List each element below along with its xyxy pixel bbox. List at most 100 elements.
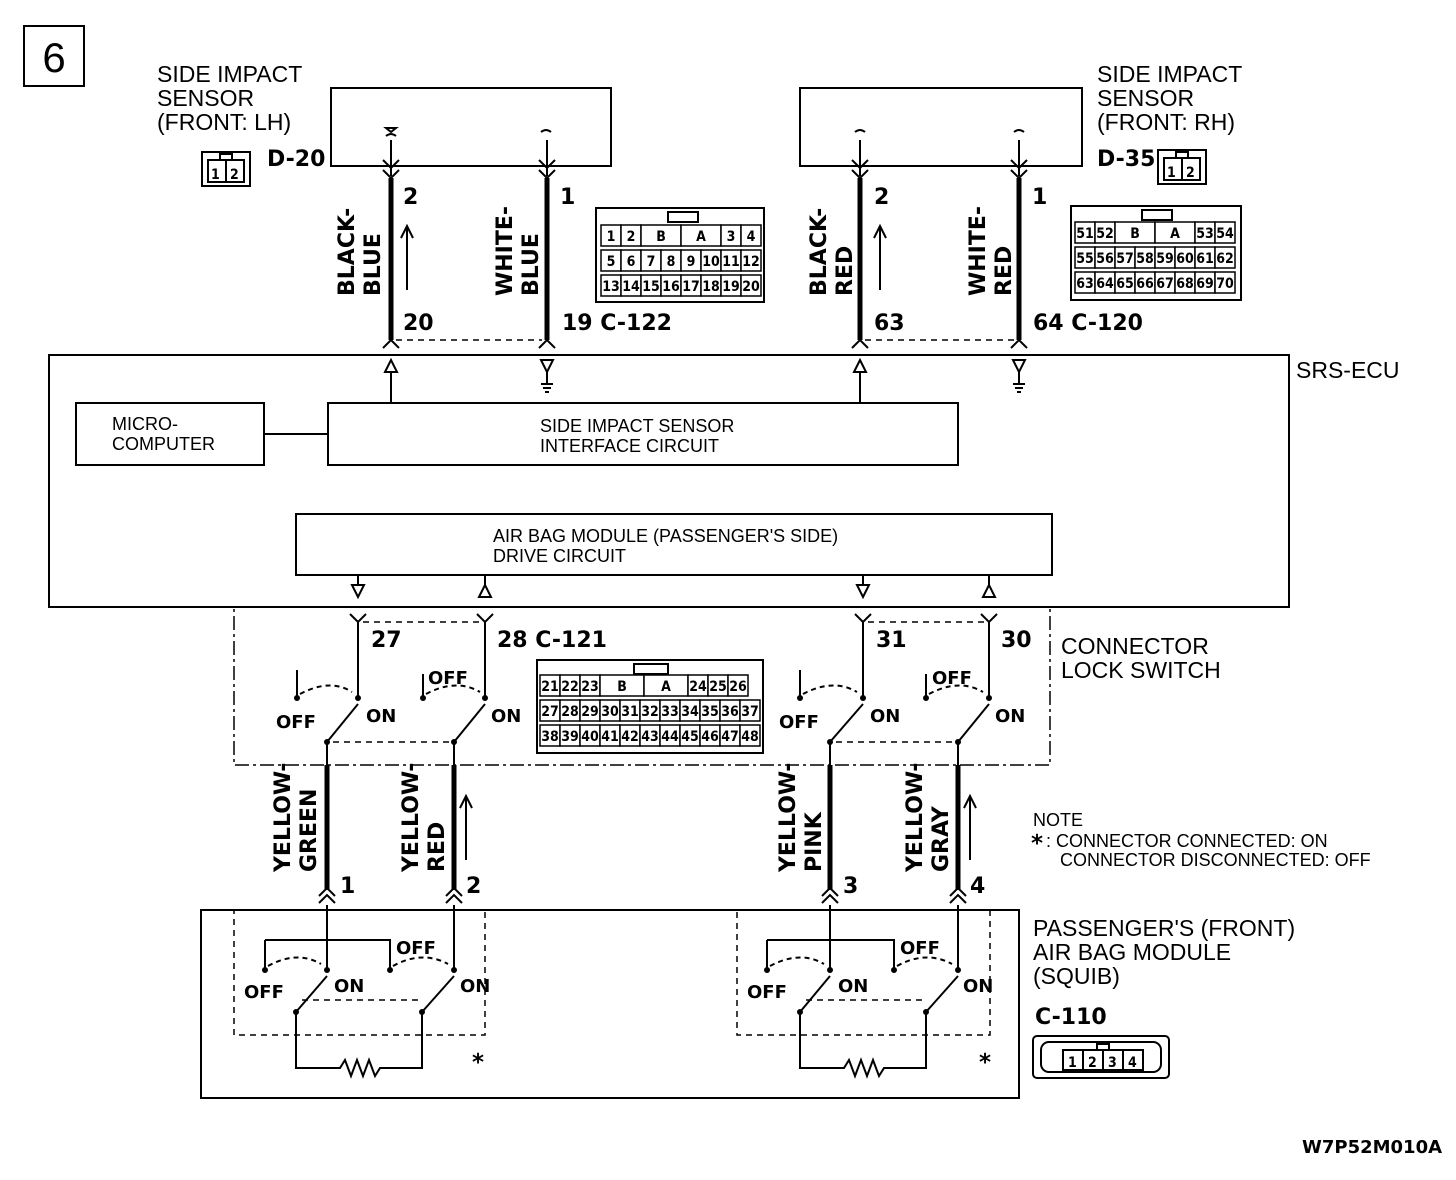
c122-cell-label: 1 — [607, 229, 616, 245]
c122-cell-label: B — [656, 229, 666, 245]
c120-cell-label: 52 — [1096, 226, 1114, 242]
c122-cell-label: 11 — [722, 254, 740, 270]
bwire-4-pin: 4 — [970, 874, 985, 899]
sensor-lh-title-1: SIDE IMPACT — [157, 61, 302, 87]
microcomputer-label-2: COMPUTER — [112, 434, 215, 454]
c120-cell-label: 65 — [1116, 276, 1134, 292]
c121-cell-label: A — [661, 679, 671, 695]
squib-star-left: * — [472, 1050, 484, 1076]
connector-c110: 1 2 3 4 — [1032, 1035, 1170, 1079]
c122-cell-label: A — [696, 229, 706, 245]
page-number: 6 — [42, 34, 65, 81]
c121-cell — [727, 674, 749, 697]
sensor-lh-pin-1: 1 — [211, 167, 220, 183]
bwire-1-pin: 1 — [340, 874, 355, 899]
c121-cell-label: 43 — [641, 729, 659, 745]
squib-left — [262, 905, 457, 1079]
wire-1-pin-top: 2 — [403, 185, 418, 210]
squib-right — [764, 905, 961, 1079]
bwire-3-color-1: YELLOW- — [776, 763, 801, 873]
c120-cell-label: A — [1170, 226, 1180, 242]
c121-cell-label: 22 — [561, 679, 579, 695]
c122-cell-label: 12 — [742, 254, 760, 270]
squib-frame-right — [736, 909, 991, 1036]
c121-cell-label: 29 — [581, 704, 599, 720]
c120-cell — [1214, 221, 1236, 244]
sensor-rh-title-2: SENSOR — [1097, 85, 1194, 111]
c120-cell-label: 54 — [1216, 226, 1234, 242]
c121-cell-label: 23 — [581, 679, 599, 695]
c122-cell — [740, 249, 762, 272]
c121-cell-label: 42 — [621, 729, 639, 745]
lock-pin-28: 28 C-121 — [497, 628, 607, 653]
note-star: * — [1031, 831, 1043, 857]
squib-off-3: OFF — [747, 982, 787, 1003]
c121-cell-label: 30 — [601, 704, 619, 720]
sensor-lh: SIDE IMPACT SENSOR (FRONT: LH) D-20 1 2 — [157, 61, 612, 187]
c121-cell-label: 34 — [681, 704, 699, 720]
c120-cell-label: 68 — [1176, 276, 1194, 292]
c122-cell-label: 2 — [627, 229, 636, 245]
wire-1-color-2: BLUE — [361, 233, 386, 296]
lock-switch-frame — [233, 606, 1051, 766]
lock-switch-texts: 27 28 C-121 31 30 OFF ON OFF ON OFF ON O… — [276, 628, 1032, 733]
c122-cell-label: 3 — [727, 229, 736, 245]
squib-texts: OFF ON OFF ON OFF ON OFF ON * * — [244, 938, 993, 1076]
srs-ecu-label: SRS-ECU — [1296, 357, 1400, 383]
lock-pin-30: 30 — [1001, 628, 1032, 653]
c121-cell-label: 48 — [741, 729, 759, 745]
c122-cell-label: 15 — [642, 279, 660, 295]
c120-cell-label: 67 — [1156, 276, 1174, 292]
lock-on-3: ON — [870, 706, 900, 727]
drive-circuit-label-1: AIR BAG MODULE (PASSENGER'S SIDE) — [493, 526, 838, 546]
c121-cell-label: 40 — [581, 729, 599, 745]
c121-cell-label: 31 — [621, 704, 639, 720]
lock-on-1: ON — [366, 706, 396, 727]
c122-cell-label: 8 — [667, 254, 676, 270]
top-wires — [382, 127, 1028, 349]
sensor-lh-title-2: SENSOR — [157, 85, 254, 111]
c121-cell-label: 39 — [561, 729, 579, 745]
lock-off-3: OFF — [779, 712, 819, 733]
interface-circuit-box — [327, 402, 959, 466]
lock-pin-27: 27 — [371, 628, 402, 653]
sensor-rh-pin-1: 1 — [1167, 165, 1176, 181]
squib-on-3: ON — [838, 976, 868, 997]
figure-id: W7P52M010A — [1302, 1137, 1442, 1158]
c122-cell-label: 5 — [607, 254, 616, 270]
wire-lh-black-blue — [382, 127, 400, 349]
lock-off-2: OFF — [428, 668, 468, 689]
c121-cell-label: 21 — [541, 679, 559, 695]
c121-cell-label: 41 — [601, 729, 619, 745]
c121-cell-label: 44 — [661, 729, 679, 745]
c120-cell-label: 66 — [1136, 276, 1154, 292]
bwire-2-color-1: YELLOW- — [399, 763, 424, 873]
wire-4-pin-bottom: 64 C-120 — [1033, 311, 1143, 336]
bwire-3-color-2: PINK — [802, 811, 827, 872]
bwire-2-color-2: RED — [425, 822, 450, 872]
c121-cell-label: 38 — [541, 729, 559, 745]
c121-cell-label: 32 — [641, 704, 659, 720]
module-label-1: PASSENGER'S (FRONT) — [1033, 915, 1295, 941]
c121-cell-label: 25 — [709, 679, 727, 695]
lock-pin-31: 31 — [876, 628, 907, 653]
c121-cell-label: 26 — [729, 679, 747, 695]
c122-cell-label: 14 — [622, 279, 640, 295]
module-label-2: AIR BAG MODULE — [1033, 939, 1231, 965]
c120-cell-label: 58 — [1136, 251, 1154, 267]
c121-cell-label: 33 — [661, 704, 679, 720]
sensor-rh-title-1: SIDE IMPACT — [1097, 61, 1242, 87]
c121-cell-label: 47 — [721, 729, 739, 745]
c120-cell-label: 59 — [1156, 251, 1174, 267]
sensor-lh-pin-2: 2 — [230, 167, 239, 183]
c121-cell-label: 46 — [701, 729, 719, 745]
ecu-terminals-bottom — [350, 575, 997, 600]
c120-cell — [1214, 246, 1236, 269]
c122-cell-label: 4 — [747, 229, 756, 245]
squib-frame-left — [233, 909, 486, 1036]
c121-cell-label: 36 — [721, 704, 739, 720]
note: NOTE * : CONNECTOR CONNECTED: ON CONNECT… — [1031, 810, 1371, 870]
c110-pin-2: 2 — [1088, 1055, 1097, 1071]
